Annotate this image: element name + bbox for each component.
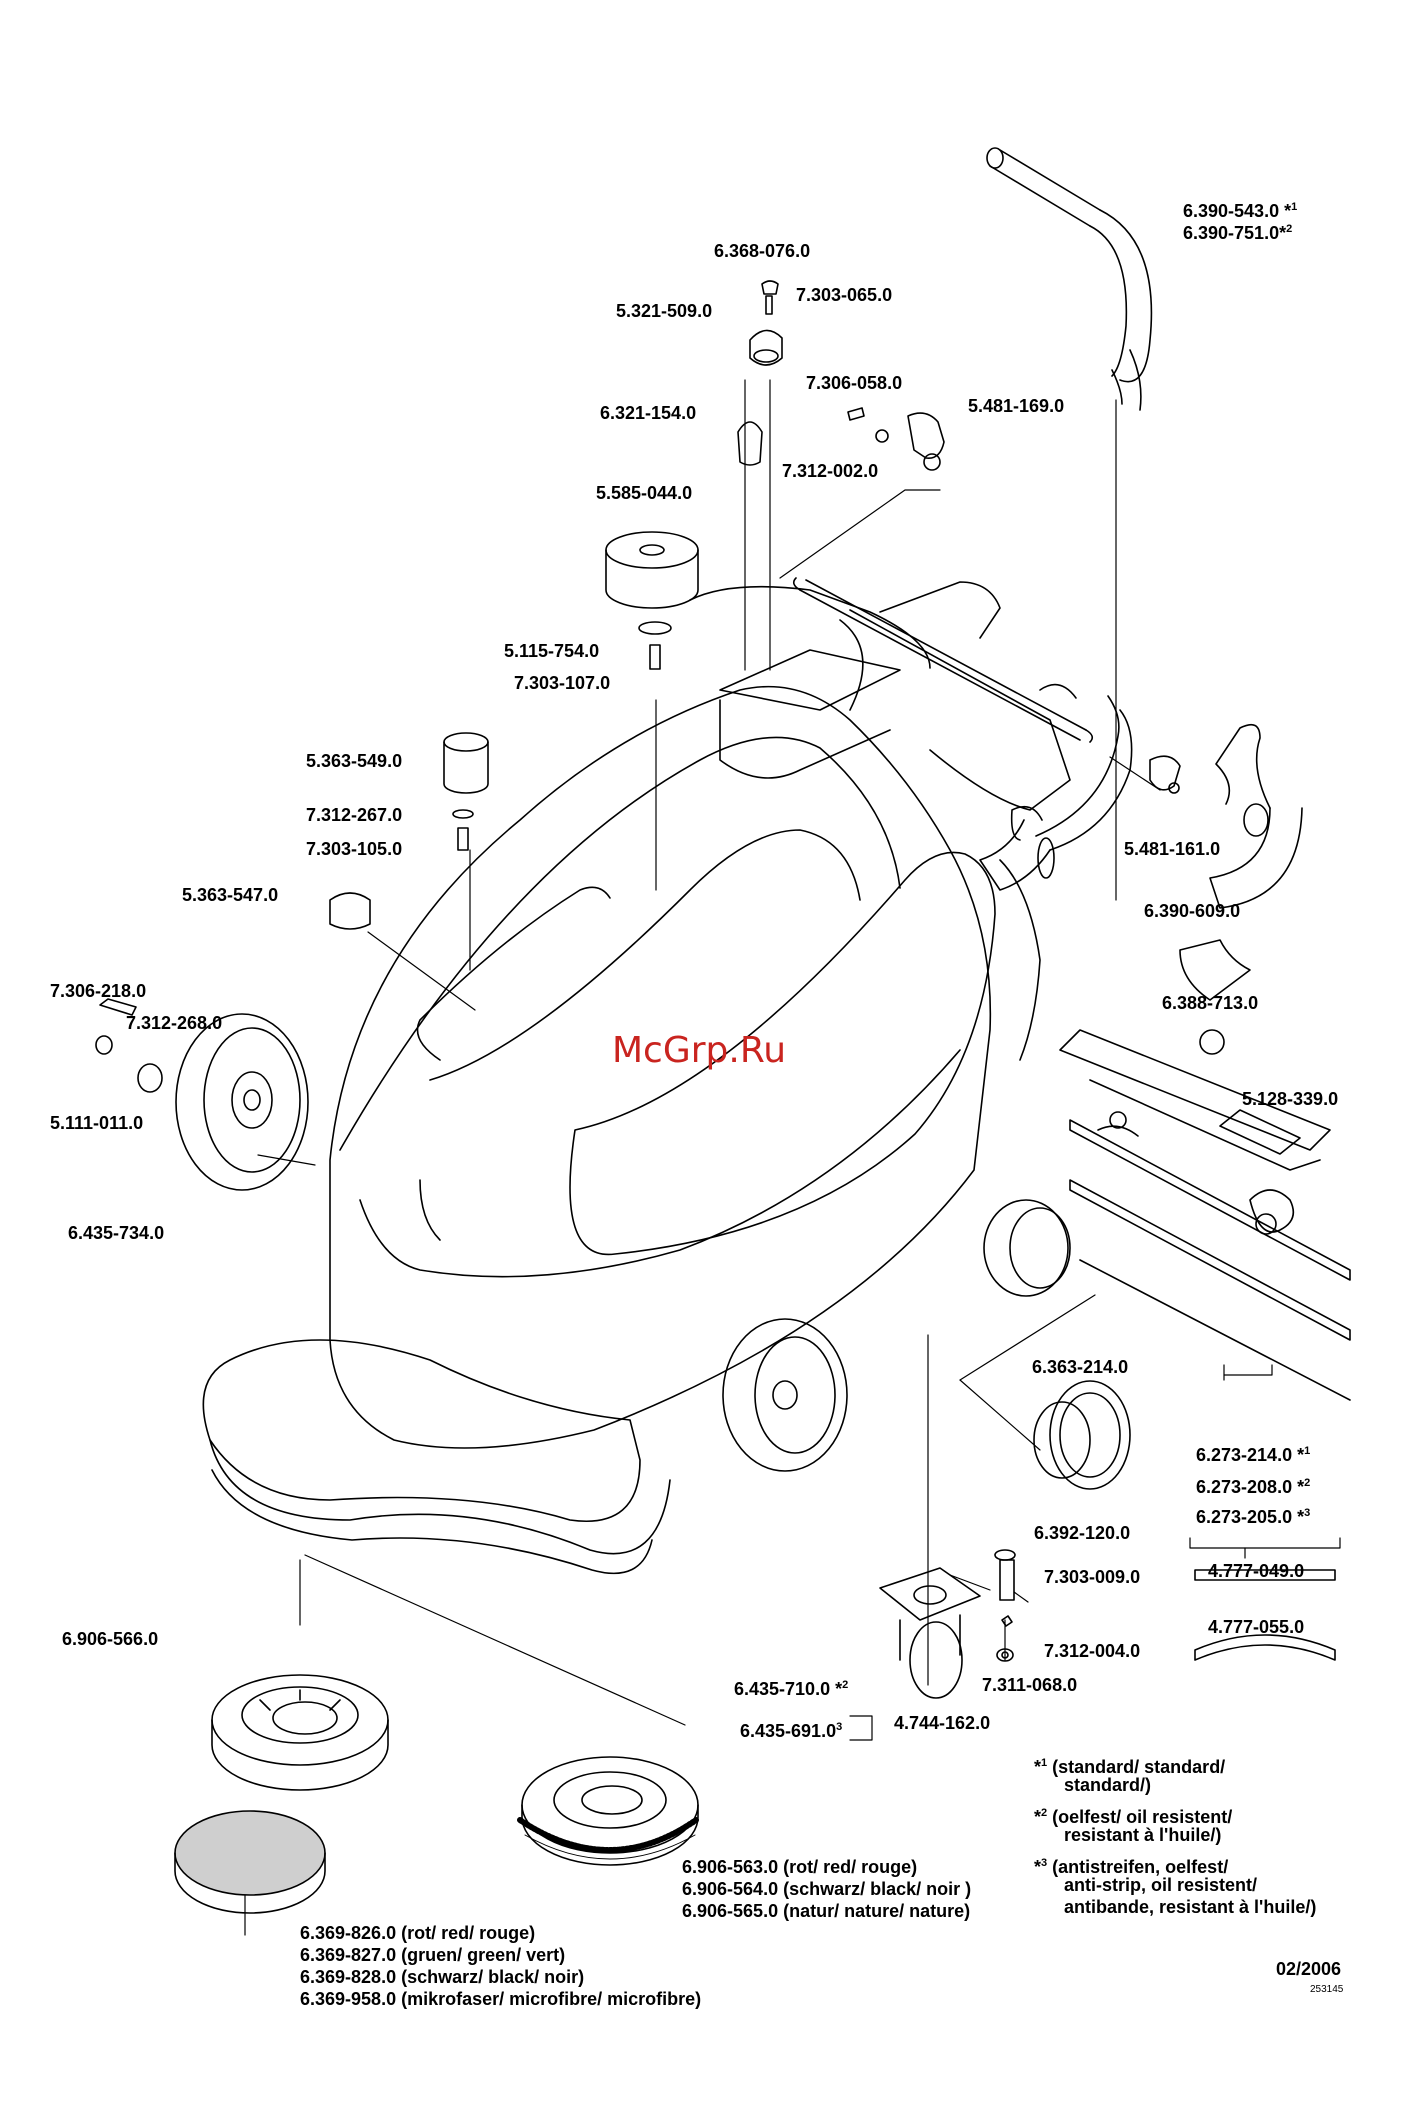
footnote-1: *1 (standard/ standard/ — [1034, 1757, 1226, 1777]
footnote-3-cont: anti-strip, oil resistent/ — [1064, 1875, 1258, 1895]
cap-and-gear — [1033, 1380, 1131, 1490]
part-label: 6.363-214.0 — [1032, 1357, 1129, 1377]
part-label: 6.392-120.0 — [1034, 1523, 1131, 1543]
bracket-parts — [847, 407, 945, 471]
footnote-2-cont: resistant à l'huile/) — [1064, 1825, 1222, 1845]
part-label: 6.273-208.0 *2 — [1196, 1477, 1311, 1497]
part-label: 6.435-710.0 *2 — [734, 1679, 849, 1699]
brush-deck — [202, 1339, 671, 1575]
watermark: McGrp.Ru — [612, 1030, 787, 1071]
floor-pad — [174, 1810, 326, 1914]
scrubbing-brush — [517, 1756, 699, 1866]
part-label: 5.481-161.0 — [1124, 839, 1221, 859]
handle-assembly — [792, 577, 1181, 811]
knob-parts — [737, 280, 783, 466]
front-wheel — [722, 1199, 1071, 1472]
part-label: 6.906-566.0 — [62, 1629, 159, 1649]
footnote-3-cont2: antibande, resistant à l'huile/) — [1064, 1897, 1317, 1917]
revision-date: 02/2006 — [1276, 1959, 1342, 1979]
footnote-1-cont: standard/) — [1064, 1775, 1152, 1795]
part-label: 5.585-044.0 — [596, 483, 693, 503]
brush-variant: 6.906-565.0 (natur/ nature/ nature) — [682, 1901, 971, 1921]
part-label: 6.273-214.0 *1 — [1196, 1445, 1311, 1465]
part-label: 4.777-049.0 — [1208, 1561, 1305, 1581]
pad-variant: 6.369-827.0 (gruen/ green/ vert) — [300, 1945, 566, 1965]
part-label: 6.368-076.0 — [714, 241, 811, 261]
leader-lines — [244, 379, 1341, 1936]
part-label: 5.128-339.0 — [1242, 1089, 1339, 1109]
pad-holder — [211, 1674, 389, 1791]
wiper-blades — [1194, 1569, 1336, 1661]
part-label: 7.306-218.0 — [50, 981, 147, 1001]
part-label: 6.390-751.0*2 — [1183, 223, 1293, 243]
rear-wheel-left — [95, 998, 309, 1191]
part-label: 5.111-011.0 — [50, 1113, 144, 1133]
part-label: 4.777-055.0 — [1208, 1617, 1305, 1637]
drawing-number: 253145 — [1310, 1984, 1344, 1995]
part-label: 7.303-009.0 — [1044, 1567, 1141, 1587]
part-label: 7.312-268.0 — [126, 1013, 223, 1033]
part-label: 5.481-169.0 — [968, 396, 1065, 416]
machine-body — [329, 581, 1041, 1449]
part-label: 4.744-162.0 — [894, 1713, 991, 1733]
part-label: 5.321-509.0 — [616, 301, 713, 321]
part-label: 7.303-107.0 — [514, 673, 611, 693]
brush-variant: 6.906-563.0 (rot/ red/ rouge) — [682, 1857, 918, 1877]
part-label: 5.363-549.0 — [306, 751, 403, 771]
pad-variant: 6.369-958.0 (mikrofaser/ microfibre/ mic… — [300, 1989, 702, 2009]
brush-variant: 6.906-564.0 (schwarz/ black/ noir ) — [682, 1879, 972, 1899]
pad-variant: 6.369-828.0 (schwarz/ black/ noir) — [300, 1967, 585, 1987]
squeegee-assembly — [1059, 1029, 1351, 1401]
part-label: 6.435-734.0 — [68, 1223, 165, 1243]
suction-hose — [979, 147, 1153, 891]
part-label: 7.303-105.0 — [306, 839, 403, 859]
filter-and-cap — [329, 531, 699, 930]
part-label: 7.306-058.0 — [806, 373, 903, 393]
part-label: 6.390-543.0 *1 — [1183, 201, 1298, 221]
footnote-3: *3 (antistreifen, oelfest/ — [1034, 1857, 1229, 1877]
footnote-2: *2 (oelfest/ oil resistent/ — [1034, 1807, 1233, 1827]
part-label: 6.435-691.03 — [740, 1721, 843, 1741]
part-label: 6.273-205.0 *3 — [1196, 1507, 1311, 1527]
part-label: 6.388-713.0 — [1162, 993, 1259, 1013]
part-label: 6.390-609.0 — [1144, 901, 1241, 921]
part-label: 7.312-004.0 — [1044, 1641, 1141, 1661]
castor-wheel — [879, 1549, 1016, 1699]
drain-hose — [1179, 723, 1303, 1055]
part-label: 7.312-267.0 — [306, 805, 403, 825]
part-label: 7.311-068.0 — [982, 1675, 1078, 1695]
part-label: 6.321-154.0 — [600, 403, 697, 423]
part-label: 5.363-547.0 — [182, 885, 279, 905]
part-label: 5.115-754.0 — [504, 641, 600, 661]
pad-variant: 6.369-826.0 (rot/ red/ rouge) — [300, 1923, 536, 1943]
part-label: 7.303-065.0 — [796, 285, 893, 305]
part-label: 7.312-002.0 — [782, 461, 879, 481]
